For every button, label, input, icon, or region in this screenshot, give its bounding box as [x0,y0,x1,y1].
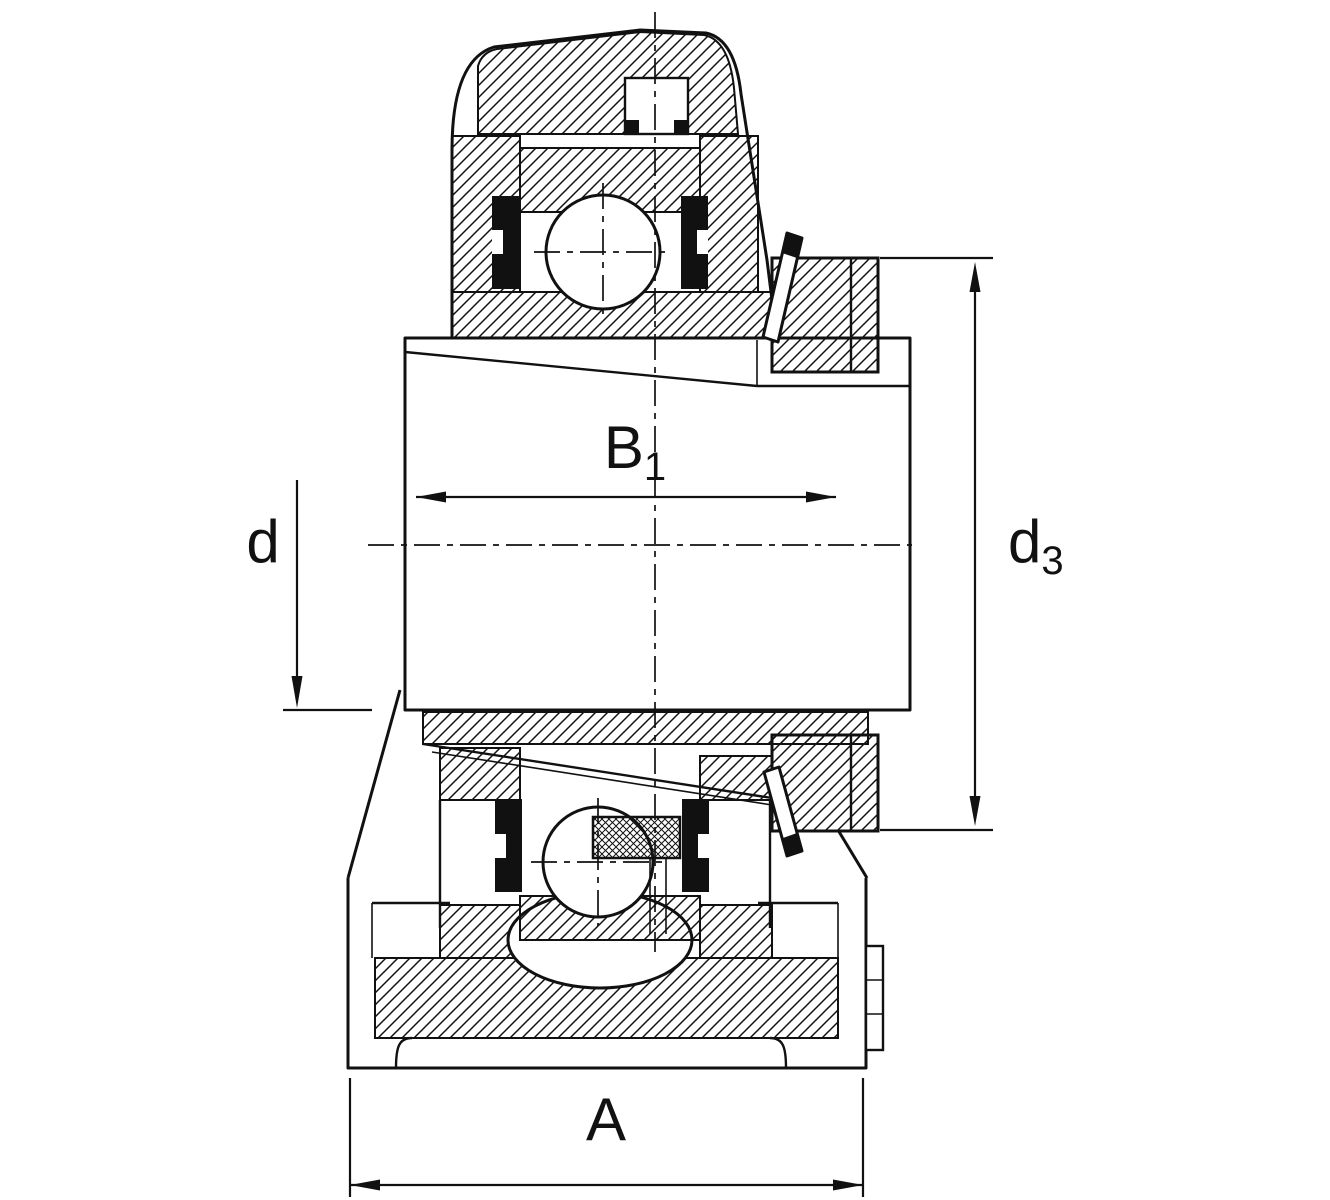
dimension-b1: B1 [416,414,836,503]
grease-plug-slot [623,76,690,136]
arrowhead-left-icon [350,1179,380,1191]
seal-left-top [492,196,519,289]
base-column-right-section [699,904,773,959]
arrowhead-right-icon [833,1179,863,1191]
dimension-d3: d3 [880,256,1064,832]
dimension-d: d [246,480,372,712]
seal-left-top-gap [492,230,503,254]
seal-left-bottom-gap [495,834,506,858]
plug-detail-right [674,120,688,134]
housing-wall-right-section [699,135,759,293]
inner-ring-bottom-left-section [439,747,521,801]
grease-nipple-boss [864,944,885,1052]
foot-step-right [769,1036,788,1069]
adapter-sleeve [403,336,912,806]
seal-right-top-gap [697,230,708,254]
locking-collar-top [761,231,880,374]
set-screw-section [591,815,682,860]
seal-left-bottom [495,799,522,892]
dimension-d-label: d [246,508,279,575]
seal-right-bottom [682,799,709,892]
dimension-a: A [348,1078,865,1197]
seal-right-top [681,196,708,289]
arrowhead-down-icon [969,796,981,826]
boss-body [864,944,885,1052]
collar-bottom-section [770,733,880,833]
seal-right-bottom-gap [698,834,709,858]
collar-lever-bottom-tip [783,833,802,856]
sleeve-body [403,336,912,712]
housing-side-right [836,829,869,879]
collar-lever-top-tip [782,233,802,258]
bearing-bottom [438,747,773,941]
base-section [374,957,839,1039]
dimension-d3-label: d3 [1008,508,1064,583]
inner-ring-bottom-right-section [699,755,773,801]
housing-side-left [346,689,402,879]
dimension-a-label: A [586,1086,626,1153]
bearing-top [492,183,708,321]
housing-cap-section [477,30,740,135]
plug-detail-left [625,120,639,134]
dimension-b1-label: B1 [604,414,666,489]
foot-step-left [394,1036,413,1069]
arrowhead-down-icon [291,676,303,708]
locking-collar-bottom [762,733,880,858]
arrowhead-up-icon [969,262,981,292]
collar-lever-top [761,231,804,344]
sleeve-taper-line [404,350,758,388]
arrowhead-right-icon [806,491,836,503]
arrowhead-left-icon [416,491,446,503]
